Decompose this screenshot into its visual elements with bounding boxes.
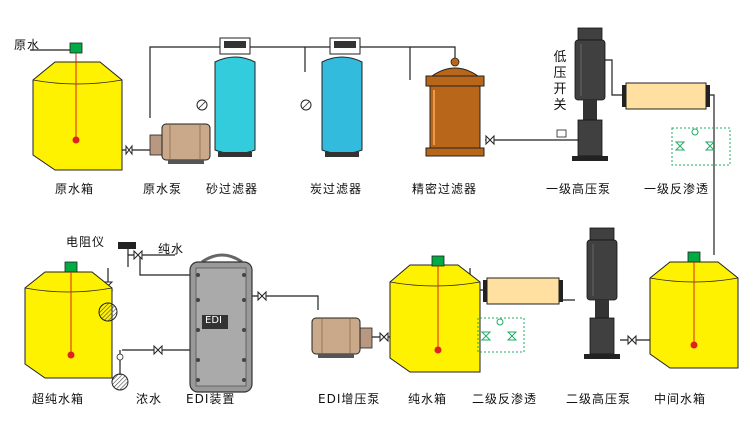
level-sensor [431, 255, 445, 267]
edi-unit [189, 253, 253, 393]
pipe-hp1-to-ro1 [600, 59, 626, 96]
ro-2-membrane [483, 277, 563, 305]
probe-dot [434, 346, 442, 354]
ro-1-membrane [622, 82, 710, 110]
edi-nameplate [202, 315, 228, 329]
sand-filter [196, 37, 256, 157]
valve-concentrate [153, 344, 163, 356]
pure-water-tank [389, 255, 481, 373]
concentrate-drain-sphere [111, 373, 129, 391]
raw-water-tank [32, 42, 123, 171]
pipe-edi-to-ultrapure [127, 254, 190, 276]
precision-filter-label: 精密过滤器 [412, 182, 478, 196]
valve-intermediate-out [627, 334, 637, 346]
probe-dot [72, 136, 80, 144]
pipe-carbon-to-precision [356, 46, 456, 80]
valve-pure-water-out [133, 249, 143, 261]
hp-pump-1 [572, 27, 608, 161]
ro-1-valves [671, 127, 731, 166]
probe-dot [690, 341, 698, 349]
level-sensor [64, 261, 78, 273]
raw-water-tank-label: 原水箱 [55, 182, 95, 196]
pipe-pump-to-sand [149, 46, 222, 118]
valve-edi-product [257, 290, 267, 302]
carbon-filter [300, 37, 363, 157]
edi-nameplate-text: EDI [205, 315, 222, 326]
ultrapure-drain-sphere [98, 302, 118, 322]
pipe-booster-to-edi [250, 295, 319, 310]
resistivity-meter-label: 电阻仪 [66, 235, 106, 249]
level-sensor [69, 42, 83, 54]
concentrate-valve-dot [116, 353, 124, 361]
raw-water-inlet-label: 原水 [14, 38, 41, 52]
carbon-filter-label: 炭过滤器 [310, 182, 363, 196]
resistivity-meter [118, 242, 136, 249]
low-pressure-switch-label: 低压开关 [553, 50, 567, 113]
raw-water-pump-label: 原水泵 [143, 182, 183, 196]
intermediate-tank [649, 251, 739, 369]
hp-pump-2 [584, 227, 620, 359]
valve-raw-out [125, 144, 133, 156]
ultrapure-tank [24, 261, 113, 379]
valve-pure-out [379, 331, 389, 343]
edi-booster-pump [311, 317, 373, 358]
ro-2-valves [477, 317, 525, 353]
concentrate-label: 浓水 [136, 392, 163, 406]
pipe-sand-to-carbon [250, 46, 334, 72]
pure-water-tank-label: 纯水箱 [408, 392, 448, 406]
raw-water-pump [149, 123, 211, 164]
valve-precision-out [485, 134, 495, 146]
probe-dot [67, 351, 75, 359]
level-sensor [687, 251, 701, 263]
edi-unit-label: EDI装置 [186, 392, 236, 406]
sand-filter-label: 砂过滤器 [206, 182, 259, 196]
low-pressure-switch-marker [556, 129, 567, 138]
hp-pump-1-label: 一级高压泵 [546, 182, 612, 196]
ultrapure-tank-label: 超纯水箱 [32, 392, 85, 406]
hp-pump-2-label: 二级高压泵 [566, 392, 632, 406]
pure-water-out-label: 纯水 [158, 242, 185, 256]
intermediate-tank-label: 中间水箱 [654, 392, 707, 406]
edi-booster-pump-label: EDI增压泵 [318, 392, 381, 406]
ro-1-label: 一级反渗透 [644, 182, 710, 196]
precision-filter [425, 57, 485, 157]
pipe-ro1-to-intermediate [705, 94, 715, 255]
ro-2-label: 二级反渗透 [472, 392, 538, 406]
